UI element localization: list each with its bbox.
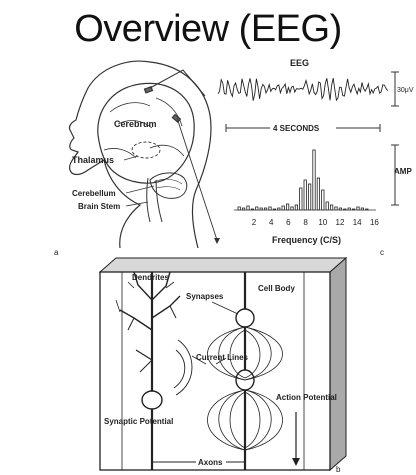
label-dendrites: Dendrites [132,273,169,282]
spectrum-tick-label: 2 [252,218,257,227]
spectrum-tick-label: 10 [318,218,327,227]
spectrum-bar [308,184,310,210]
label-action-potential: Action Potential [276,393,337,402]
label-brain-stem: Brain Stem [78,202,120,211]
spectrum-tick-label: 12 [336,218,345,227]
label-thalamus: Thalamus [72,155,114,165]
spectrum-bar [247,206,249,210]
cortex-block [100,258,346,470]
label-cerebellum: Cerebellum [72,189,116,198]
eeg-scale: 30μV [397,87,414,94]
panel-label-c: c [380,248,384,257]
spectrum-tick-label: 8 [303,218,308,227]
spectrum-bar [295,205,297,210]
eeg-trace [218,78,388,101]
spectrum-bar [269,207,271,210]
panel-label-a: a [54,248,59,257]
eeg-label: EEG [290,58,309,68]
label-axons: Axons [198,458,223,467]
label-current-lines: Current Lines [196,353,249,362]
spectrum-bar [335,207,337,210]
panel-label-b: b [336,465,341,474]
label-cerebrum: Cerebrum [114,119,157,129]
spectrum-bar [282,206,284,210]
spectrum-bar [326,202,328,210]
spectrum-ticks: 2 4 6 8 10 12 14 16 [252,218,380,227]
spectrum-bar [330,205,332,210]
spectrum-xlabel: Frequency (C/S) [272,235,341,245]
spectrum-bar [300,188,302,210]
spectrum-bar [291,207,293,210]
duration-label: 4 SECONDS [273,124,320,133]
spectrum-bar [357,207,359,210]
spectrum-ylabel: AMP [394,167,412,176]
label-cell-body: Cell Body [258,284,295,293]
spectrum-tick-label: 4 [269,218,274,227]
spectrum-bar [256,207,258,210]
cerebellum-shape [150,173,187,198]
spectrum-bar [238,207,240,210]
spectrum-bar [304,180,306,210]
spectrum-bars [238,150,368,210]
spectrum-tick-label: 16 [370,218,379,227]
spectrum-bar [286,204,288,210]
label-synaptic-potential: Synaptic Potential [104,417,173,426]
label-synapses: Synapses [186,292,224,301]
brain-outline [98,83,194,183]
spectrum-bar [313,150,315,210]
spectrum-tick-label: 6 [286,218,291,227]
spectrum-bar [317,178,319,210]
spectrum-tick-label: 14 [353,218,362,227]
spectrum-bar [322,190,324,210]
